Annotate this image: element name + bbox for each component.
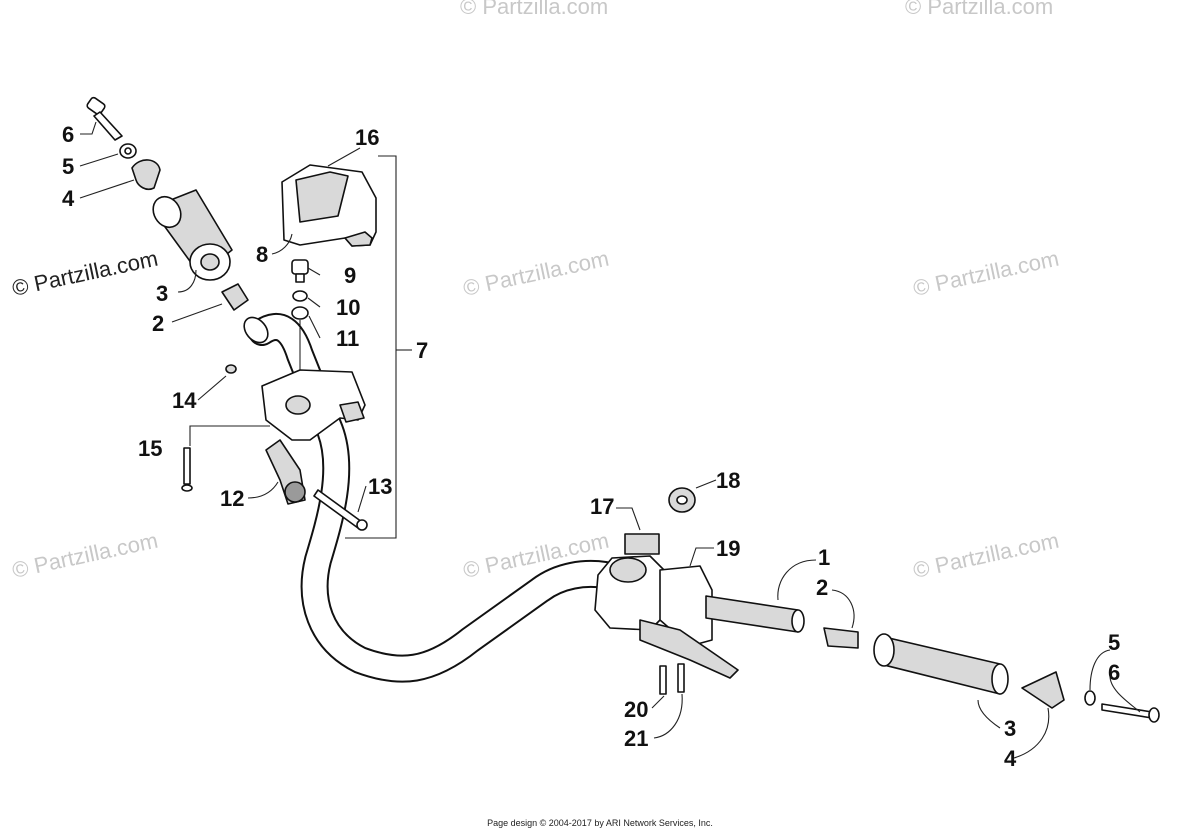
- grip-3-right: [879, 635, 1001, 695]
- callout-labels: 6 5 4 3 2 16 8 9 10 11 7 14 15 12 13 18 …: [62, 122, 1120, 771]
- watermark-lower-left: © Partzilla.com: [10, 528, 160, 583]
- throttle-tube-1: [705, 595, 799, 633]
- switch-housing-lower: [225, 364, 366, 441]
- callout-9: 9: [344, 263, 356, 288]
- screw-21: [677, 663, 685, 693]
- leader-lines: [79, 121, 1141, 759]
- bolt-shank-left: [93, 111, 123, 141]
- label-17: [624, 533, 660, 555]
- bolt-6-right: [1101, 703, 1153, 719]
- callout-10: 10: [336, 295, 360, 320]
- callout-2-left: 2: [152, 311, 164, 336]
- callout-6-left: 6: [62, 122, 74, 147]
- callout-17: 17: [590, 494, 614, 519]
- callout-16: 16: [355, 125, 379, 150]
- callout-3-right: 3: [1004, 716, 1016, 741]
- bolt-head-left: [86, 96, 106, 116]
- callout-4-right: 4: [1004, 746, 1017, 771]
- callout-18: 18: [716, 468, 740, 493]
- callout-7: 7: [416, 338, 428, 363]
- nut-14: [225, 364, 237, 374]
- insert-2-right: [823, 627, 859, 649]
- brake-control-assembly: [594, 487, 739, 695]
- callout-3-left: 3: [156, 281, 168, 306]
- callout-13: 13: [368, 474, 392, 499]
- left-grip-assembly: [86, 96, 249, 311]
- callout-15: 15: [138, 436, 162, 461]
- callout-6-right: 6: [1108, 660, 1120, 685]
- watermark-top-right: © Partzilla.com: [905, 0, 1053, 19]
- watermark-left: © Partzilla.com: [10, 246, 160, 301]
- washer-5-right: [1084, 690, 1096, 706]
- callout-5-right: 5: [1108, 630, 1120, 655]
- callout-4-left: 4: [62, 186, 75, 211]
- callout-12: 12: [220, 486, 244, 511]
- callout-19: 19: [716, 536, 740, 561]
- callout-14: 14: [172, 388, 197, 413]
- end-cap-4-right: [1021, 671, 1065, 709]
- grip-insert-left: [221, 283, 249, 311]
- switch-housing-cover: [281, 164, 377, 247]
- watermark-mid: © Partzilla.com: [461, 246, 611, 301]
- page-footer: Page design © 2004-2017 by ARI Network S…: [487, 818, 713, 828]
- right-grip-assembly: [705, 595, 1160, 723]
- watermark-top-center: © Partzilla.com: [460, 0, 608, 19]
- callout-11: 11: [336, 326, 359, 351]
- callout-2-right: 2: [816, 575, 828, 600]
- callout-8: 8: [256, 242, 268, 267]
- callout-5-left: 5: [62, 154, 74, 179]
- throttle-lever-left: [181, 439, 368, 531]
- watermark-lower-right: © Partzilla.com: [911, 528, 1061, 583]
- end-cap-left: [131, 159, 161, 191]
- callout-21: 21: [624, 726, 648, 751]
- callout-20: 20: [624, 697, 648, 722]
- watermark-right: © Partzilla.com: [911, 246, 1061, 301]
- screw-15: [183, 447, 191, 485]
- screw-20: [659, 665, 667, 695]
- callout-1: 1: [818, 545, 830, 570]
